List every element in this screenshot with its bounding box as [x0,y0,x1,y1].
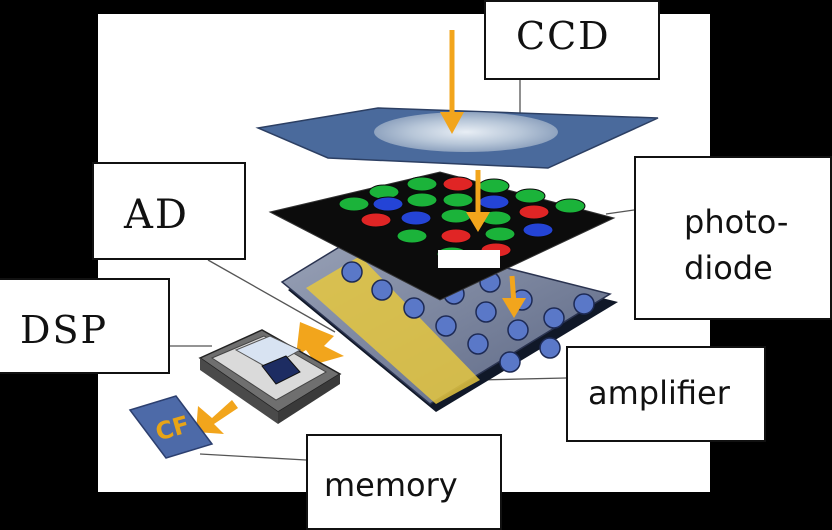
arrow-into-lens [440,30,464,134]
light-arrows [196,30,526,434]
label-photodiode-line1: photo- [684,203,789,241]
label-box-amplifier: amplifier [566,346,766,442]
cf-card: CF [128,395,214,459]
gold-strip [306,256,480,404]
lens-highlight [374,112,558,152]
label-ad: AD [124,192,189,238]
label-box-memory: memory [306,434,502,530]
label-box-ad: AD [92,162,246,260]
arrow-into-amplifier [502,275,526,318]
sensor-plate [268,171,616,301]
arrow-into-cf [196,400,238,434]
white-patch [438,250,500,268]
label-ccd: CCD [516,14,611,58]
arrow-into-dsp [296,322,344,364]
leader-line-amplifier [477,377,567,381]
ccd-lens-plate [255,107,659,169]
label-box-ccd: CCD [484,0,660,80]
label-amplifier: amplifier [588,374,730,412]
arrow-into-photodiode [466,170,490,232]
leader-line-ad [207,259,336,333]
dsp-chip [198,329,342,424]
label-dsp: DSP [20,308,109,352]
leader-line-memory [199,453,307,461]
label-box-dsp: DSP [0,278,170,374]
leader-line-photodiode [605,209,635,215]
label-box-photodiode: photo- diode [634,156,832,320]
leader-lines [170,80,635,461]
label-photodiode-line2: diode [684,249,773,287]
label-memory: memory [324,466,458,504]
